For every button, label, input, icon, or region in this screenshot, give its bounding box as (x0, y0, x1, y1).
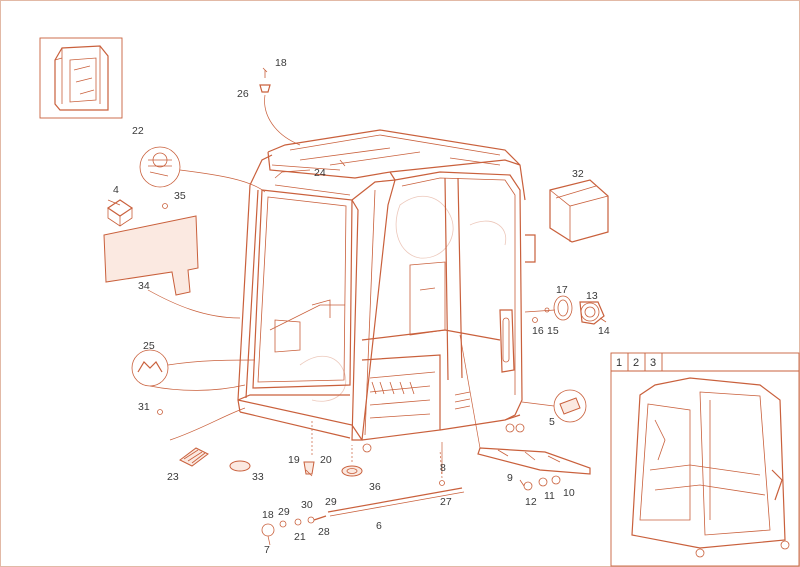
label-7: 7 (264, 544, 270, 556)
detail-25[interactable] (131, 349, 169, 387)
label-6: 6 (376, 520, 382, 532)
horn-part[interactable] (532, 295, 607, 325)
label-31: 31 (138, 401, 150, 413)
part-labels: 18 26 22 24 32 4 35 34 17 13 16 15 14 25… (113, 57, 610, 556)
label-34: 34 (138, 280, 150, 292)
bracket-9[interactable] (477, 447, 591, 475)
watermark (299, 196, 507, 402)
label-12: 12 (525, 496, 537, 508)
label-15: 15 (547, 325, 559, 337)
clip-19-20[interactable] (303, 461, 315, 477)
label-21: 21 (294, 531, 306, 543)
label-28: 28 (318, 526, 330, 538)
label-36: 36 (369, 481, 381, 493)
label-18b: 18 (262, 509, 274, 521)
label-4: 4 (113, 184, 119, 196)
mat-part[interactable] (179, 447, 209, 467)
label-23: 23 (167, 471, 179, 483)
bolt-31[interactable] (157, 409, 163, 415)
label-30: 30 (301, 499, 313, 511)
cap-33[interactable] (229, 460, 251, 472)
label-22: 22 (132, 125, 144, 137)
lamp-part[interactable] (259, 67, 271, 93)
label-33: 33 (252, 471, 264, 483)
label-13: 13 (586, 290, 598, 302)
rod-6[interactable] (327, 487, 465, 517)
label-19: 19 (288, 454, 300, 466)
cab-frame (237, 129, 536, 453)
bolt-8[interactable] (439, 480, 445, 486)
view-tabs: 1 2 3 (616, 357, 656, 369)
label-8: 8 (440, 462, 446, 474)
label-27: 27 (440, 496, 452, 508)
rod-fittings[interactable] (261, 515, 327, 537)
label-29b: 29 (325, 496, 337, 508)
label-17: 17 (556, 284, 568, 296)
toolbox-part[interactable] (549, 179, 609, 243)
label-29a: 29 (278, 506, 290, 518)
label-14: 14 (598, 325, 610, 337)
rear-panel[interactable] (103, 199, 199, 296)
washers-12-11-10[interactable] (519, 475, 561, 491)
inset-view (610, 352, 800, 567)
view-tab-1[interactable]: 1 (616, 357, 622, 369)
detail-22[interactable] (139, 146, 181, 188)
label-18: 18 (275, 57, 287, 69)
thumbnail-view[interactable] (39, 37, 123, 119)
label-9: 9 (507, 472, 513, 484)
label-11: 11 (544, 490, 555, 502)
label-24: 24 (314, 167, 326, 179)
label-5: 5 (549, 416, 555, 428)
view-tab-3[interactable]: 3 (650, 357, 656, 369)
label-35: 35 (174, 190, 186, 202)
label-25: 25 (143, 340, 155, 352)
label-32: 32 (572, 168, 584, 180)
label-10: 10 (563, 487, 575, 499)
ring-36[interactable] (341, 465, 363, 477)
detail-5[interactable] (553, 389, 587, 423)
label-16: 16 (532, 325, 544, 337)
label-26: 26 (237, 88, 249, 100)
view-tab-2[interactable]: 2 (633, 357, 639, 369)
label-20: 20 (320, 454, 332, 466)
